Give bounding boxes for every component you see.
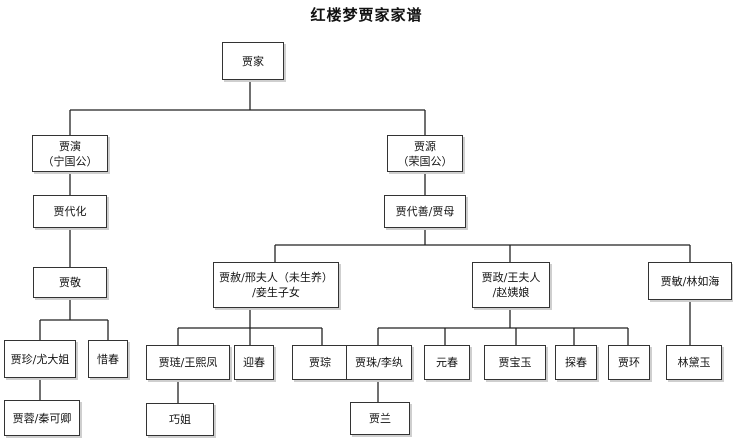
node-label: 贾蓉/秦可卿 [12, 411, 72, 425]
node-label: 迎春 [243, 356, 265, 369]
node-jia-she: 贾赦/邢夫人（未生养） /妾生子女 [213, 262, 339, 308]
node-jia-lan: 贾兰 [350, 402, 410, 435]
node-qiaojie: 巧姐 [146, 403, 214, 436]
node-jia-yan: 贾演 （宁国公） [32, 135, 108, 172]
node-label: 贾代化 [53, 205, 87, 218]
node-label: 贾代善/贾母 [395, 205, 455, 218]
node-jia-cong: 贾琮 [292, 345, 348, 380]
node-label: 贾珠/李纨 [355, 356, 403, 369]
node-jia-daishan: 贾代善/贾母 [384, 195, 466, 228]
node-label: 贾政/王夫人 /赵姨娘 [481, 271, 541, 299]
node-xichun: 惜春 [88, 340, 128, 378]
node-label: 贾珍/尤大姐 [10, 352, 70, 366]
node-tanchun: 探春 [555, 345, 597, 380]
node-jia-rong: 贾蓉/秦可卿 [4, 400, 80, 436]
node-jia-yuan: 贾源 （荣国公） [387, 135, 463, 172]
node-jia-min: 贾敏/林如海 [648, 262, 732, 300]
node-jia-huan: 贾环 [608, 345, 650, 380]
node-label: 贾敬 [59, 276, 81, 289]
node-label: 贾琮 [309, 356, 331, 369]
node-label: 贾家 [242, 54, 264, 68]
node-label: 贾兰 [369, 412, 391, 425]
node-lin-daiyu: 林黛玉 [666, 345, 722, 380]
node-jia-zhen: 贾珍/尤大姐 [4, 340, 76, 378]
node-label: 巧姐 [169, 413, 191, 426]
node-label: 贾演 （宁国公） [42, 139, 98, 168]
node-yuanchun: 元春 [424, 345, 470, 380]
node-yingchun: 迎春 [234, 345, 274, 380]
node-label: 贾环 [618, 356, 640, 369]
node-jia-daihua: 贾代化 [33, 195, 107, 228]
node-jia-zhu: 贾珠/李纨 [346, 345, 412, 380]
node-label: 贾源 （荣国公） [397, 139, 453, 168]
node-label: 探春 [565, 356, 587, 369]
node-label: 贾赦/邢夫人（未生养） /妾生子女 [219, 271, 333, 299]
node-label: 贾宝玉 [498, 356, 532, 369]
node-jia-family: 贾家 [222, 42, 284, 80]
node-label: 贾琏/王熙凤 [158, 356, 218, 369]
node-jia-zheng: 贾政/王夫人 /赵姨娘 [472, 262, 550, 308]
node-jia-lian: 贾琏/王熙凤 [146, 345, 230, 380]
chart-title: 红楼梦贾家家谱 [310, 6, 423, 24]
node-label: 元春 [436, 356, 458, 369]
node-jia-baoyu: 贾宝玉 [484, 345, 546, 380]
node-label: 惜春 [97, 352, 119, 366]
node-label: 林黛玉 [677, 356, 711, 369]
node-jia-jing: 贾敬 [33, 267, 107, 298]
node-label: 贾敏/林如海 [660, 274, 720, 288]
